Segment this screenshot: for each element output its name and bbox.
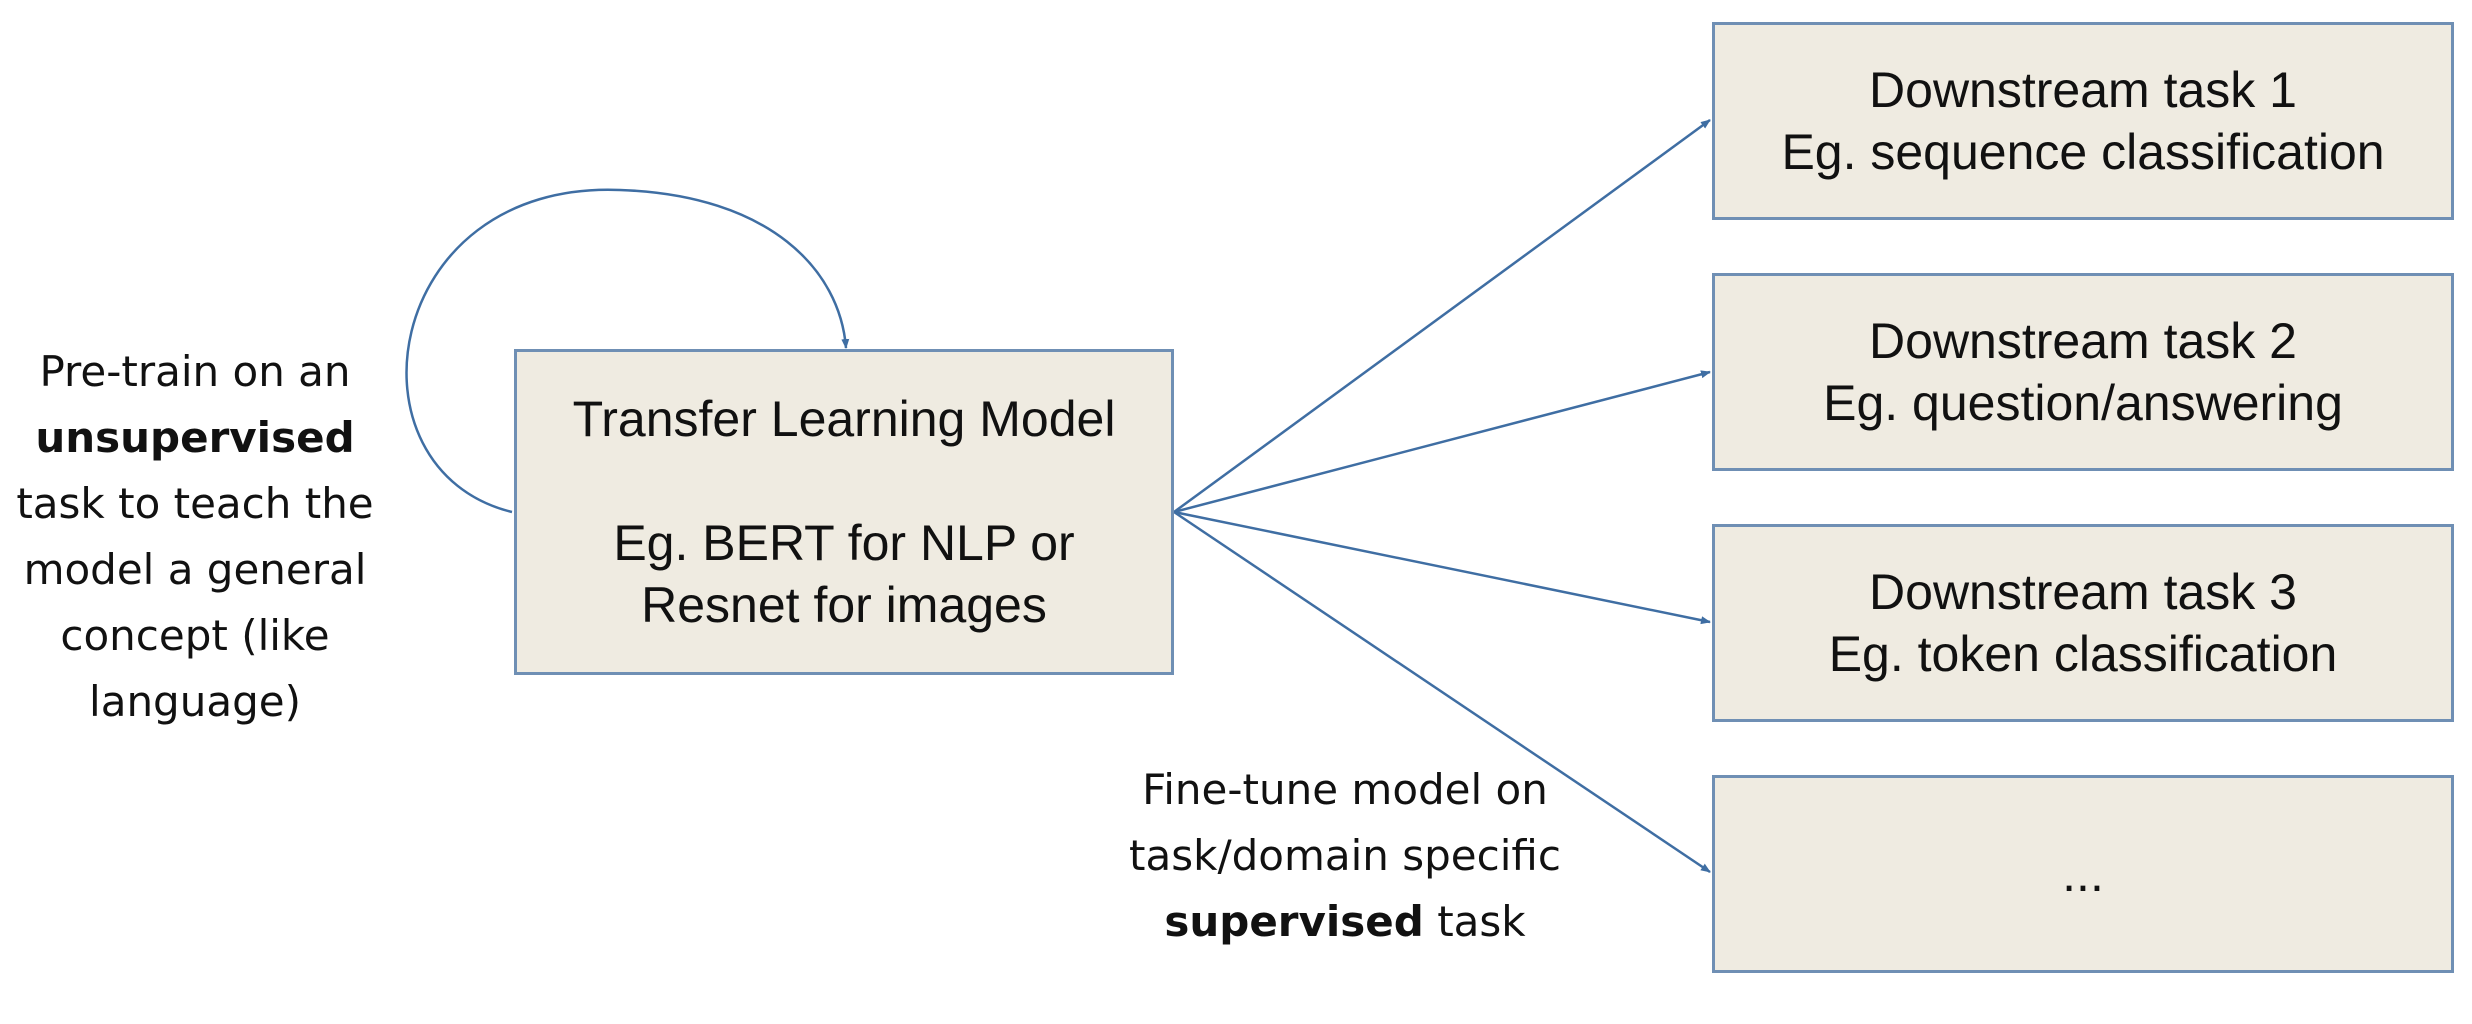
downstream-task-more-box: ... <box>1712 775 2454 973</box>
finetune-note-part1: Fine-tune model on task/domain specific <box>1129 765 1561 880</box>
arrow-to-task-3 <box>1173 510 1711 625</box>
task-2-title: Downstream task 2 <box>1869 313 2297 369</box>
task-1-title: Downstream task 1 <box>1869 62 2297 118</box>
finetune-note: Fine-tune model on task/domain specific … <box>1120 757 1570 955</box>
downstream-task-1-box: Downstream task 1 Eg. sequence classific… <box>1712 22 2454 220</box>
finetune-note-bold: supervised <box>1164 897 1424 946</box>
finetune-note-part2: task <box>1437 897 1526 946</box>
downstream-task-2-box: Downstream task 2 Eg. question/answering <box>1712 273 2454 471</box>
pretrain-note-bold: unsupervised <box>35 413 355 462</box>
task-3-example: Eg. token classification <box>1828 626 2338 682</box>
task-3-title: Downstream task 3 <box>1869 564 2297 620</box>
model-example-line-2: Resnet for images <box>641 577 1047 633</box>
transfer-learning-model-box: Transfer Learning Model Eg. BERT for NLP… <box>514 349 1174 675</box>
arrow-to-task-more <box>1173 510 1711 874</box>
pretrain-note-part1: Pre-train on an <box>39 347 351 396</box>
pretrain-note-part2: task to teach the model a general concep… <box>16 479 374 726</box>
self-loop-arrow <box>405 188 850 514</box>
pretrain-note: Pre-train on an unsupervised task to tea… <box>0 339 390 735</box>
task-2-example: Eg. question/answering <box>1823 375 2343 431</box>
model-example-line-1: Eg. BERT for NLP or <box>613 515 1075 571</box>
model-title: Transfer Learning Model <box>572 391 1116 447</box>
task-1-example: Eg. sequence classification <box>1781 124 2385 180</box>
downstream-task-3-box: Downstream task 3 Eg. token classificati… <box>1712 524 2454 722</box>
arrow-to-task-1 <box>1173 118 1711 514</box>
task-more-ellipsis: ... <box>2062 846 2104 902</box>
arrow-to-task-2 <box>1173 370 1711 514</box>
